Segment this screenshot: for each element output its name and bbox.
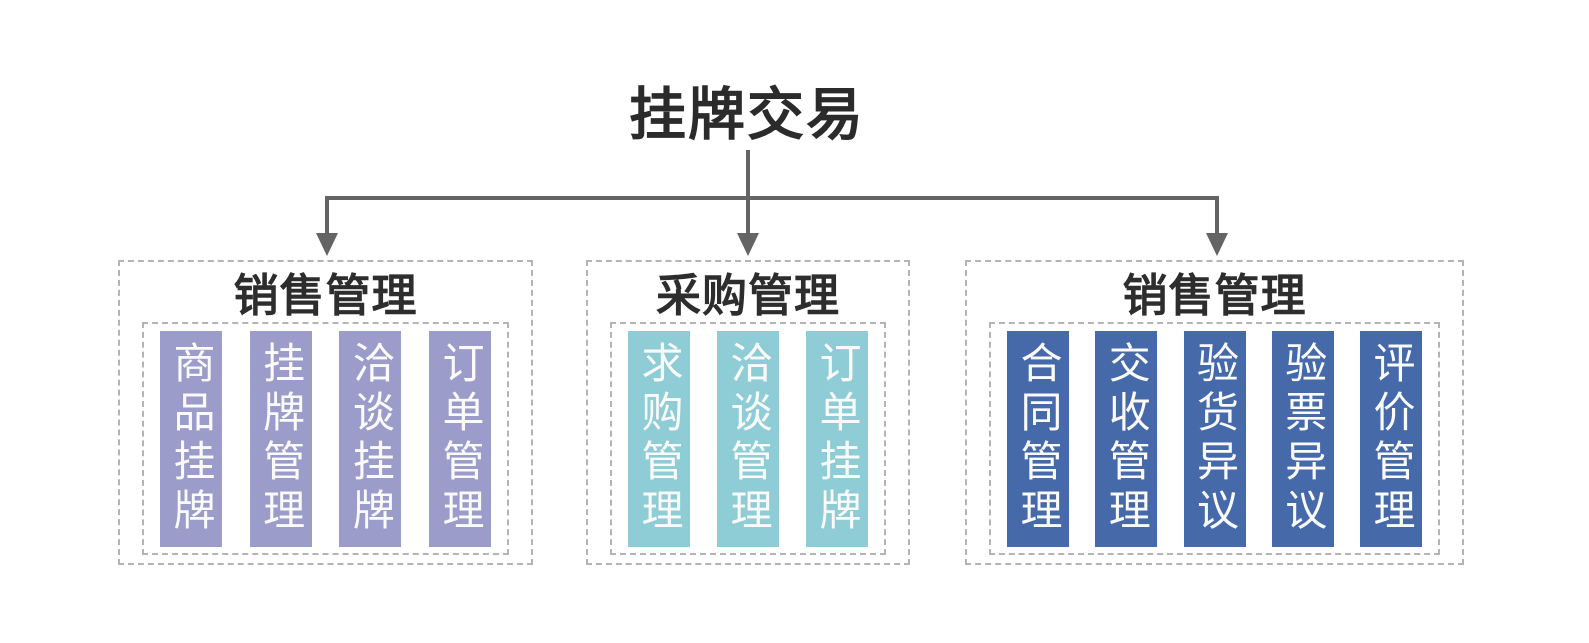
item-card: 商品挂牌 xyxy=(160,330,222,547)
item-card: 验票异议 xyxy=(1271,330,1334,547)
item-label: 验货异议 xyxy=(1191,340,1239,537)
item-card: 洽谈挂牌 xyxy=(339,330,402,547)
item-label: 洽谈管理 xyxy=(725,340,772,537)
item-label: 求购管理 xyxy=(636,340,683,537)
item-card: 订单管理 xyxy=(428,330,491,547)
group-body: 商品挂牌 挂牌管理 洽谈挂牌 订单管理 xyxy=(142,322,509,555)
item-card: 挂牌管理 xyxy=(249,330,312,547)
item-card: 洽谈管理 xyxy=(717,330,779,547)
item-label: 洽谈挂牌 xyxy=(347,340,395,537)
group-header: 销售管理 xyxy=(1122,269,1307,321)
item-label: 验票异议 xyxy=(1279,340,1327,537)
item-label: 合同管理 xyxy=(1015,340,1062,537)
item-card: 合同管理 xyxy=(1007,330,1069,547)
item-card: 订单挂牌 xyxy=(806,330,868,547)
group-header: 销售管理 xyxy=(233,269,418,321)
connector-branch xyxy=(325,196,1219,236)
group-body: 合同管理 交收管理 验货异议 验票异议 评价管理 xyxy=(989,322,1440,555)
item-label: 交收管理 xyxy=(1103,340,1151,537)
group-sales-management-2: 销售管理 合同管理 交收管理 验货异议 验票异议 评价管理 xyxy=(965,260,1464,565)
item-card: 求购管理 xyxy=(628,330,690,547)
item-label: 挂牌管理 xyxy=(257,340,305,537)
arrowhead-right xyxy=(1206,233,1228,256)
arrowhead-center xyxy=(737,233,759,256)
diagram-title: 挂牌交易 xyxy=(629,83,865,147)
item-label: 商品挂牌 xyxy=(168,340,215,537)
group-body: 求购管理 洽谈管理 订单挂牌 xyxy=(610,322,886,555)
item-label: 订单管理 xyxy=(436,340,484,537)
item-card: 评价管理 xyxy=(1360,330,1422,547)
group-procurement-management: 采购管理 求购管理 洽谈管理 订单挂牌 xyxy=(586,260,910,565)
arrowhead-left xyxy=(316,233,338,256)
item-card: 交收管理 xyxy=(1095,330,1158,547)
group-sales-management-1: 销售管理 商品挂牌 挂牌管理 洽谈挂牌 订单管理 xyxy=(118,260,533,565)
item-label: 订单挂牌 xyxy=(814,340,861,537)
group-header: 采购管理 xyxy=(655,269,840,321)
item-card: 验货异议 xyxy=(1183,330,1246,547)
item-label: 评价管理 xyxy=(1368,340,1415,537)
